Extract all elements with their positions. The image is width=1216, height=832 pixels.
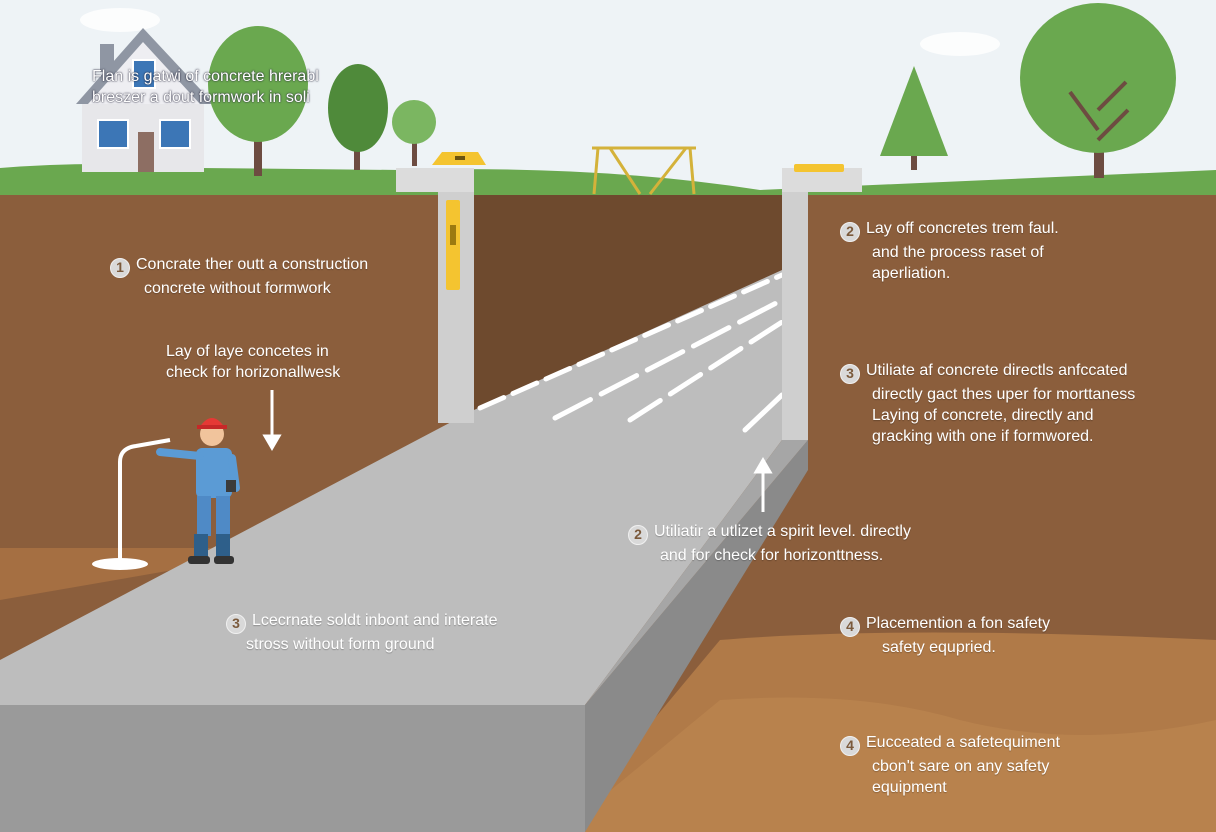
page-title: Flan is gatwi of concrete hrerabl bresze… [92,66,319,108]
annotation-text: Lay of laye concetes in [166,343,329,360]
step-badge: 3 [226,613,246,634]
annotation-text: Eucceated a safetequiment [866,734,1060,751]
annotation-text: equipment [872,778,947,796]
step-badge: 2 [840,221,860,242]
step-badge: 4 [840,616,860,637]
title-line-1: Flan is gatwi of concrete hrerabl [92,68,319,85]
annotation-text: Concrate ther outt a construction [136,256,369,273]
annotation-text: gracking with one if formwored. [872,427,1094,445]
annotation-text: safety equpried. [882,638,996,656]
lane-markings [477,272,785,433]
annotation-level-check: Lay of laye concetes in check for horizo… [166,341,340,383]
cloud [80,8,160,32]
sawhorse-icon [592,146,696,195]
annotation-text: Laying of concrete, directly and [872,406,1094,424]
annotation-4-equipment: 4 Eucceated a safetequiment cbon't sare o… [840,732,1060,798]
spirit-level-icon [794,164,844,172]
annotation-1: 1 Concrate ther outt a construction concr… [110,254,368,299]
annotation-text: Placemention a fon safety [866,615,1051,632]
trench-back [474,195,782,410]
step-badge: 1 [110,257,130,278]
annotation-2-middle: 2 Utiliatir a utlizet a spirit level. dir… [628,521,911,566]
title-line-2: breszer a dout formwork in soli [92,89,310,106]
annotation-text: Lay off concretes trem faul. [866,220,1059,237]
house-icon [76,28,214,172]
concrete-slab-edge [585,440,808,705]
annotation-text: cbon't sare on any safety [872,757,1050,775]
tree-icon [392,100,436,166]
annotation-text: Utiliate af concrete directls anfccated [866,362,1128,379]
cloud [920,32,1000,56]
arrow-up-icon [753,457,773,512]
step-badge: 4 [840,735,860,756]
annotation-3-right: 3 Utiliate af concrete directls anfccated… [840,360,1135,447]
annotation-2-top: 2 Lay off concretes trem faul. and the pr… [840,218,1059,284]
tree-icon [208,26,308,176]
annotation-4-safety: 4 Placemention a fon safety safety equpri… [840,613,1050,658]
annotation-text: directly gact thes uper for morttaness [872,385,1136,403]
annotation-text: stross without form ground [246,635,435,653]
annotation-text: and the process raset of [872,243,1044,261]
annotation-text: Utiliatir a utlizet a spirit level. dire… [654,523,911,540]
annotation-3-left: 3 Lcecrnate soldt inbont and interate str… [226,610,498,655]
annotation-text: Lcecrnate soldt inbont and interate [252,612,498,629]
worker-icon [92,418,240,570]
form-post-left-cap [396,168,474,192]
pine-tree-icon [880,66,948,170]
form-post-right [782,175,808,440]
tree-icon [328,64,388,170]
concrete-slab-side [585,440,808,832]
soil-wave [560,697,1216,832]
concrete-slab-front [0,705,585,832]
annotation-text: and for check for horizonttness. [660,546,884,564]
annotation-text: aperliation. [872,264,951,282]
arrow-down-icon [262,390,282,451]
annotation-text: check for horizonallwesk [166,364,341,381]
step-badge: 2 [628,524,648,545]
step-badge: 3 [840,363,860,384]
annotation-text: concrete without formwork [144,279,331,297]
concrete-slab-top [0,270,782,705]
grass-strip [0,164,1216,198]
tree-icon [1020,3,1176,178]
